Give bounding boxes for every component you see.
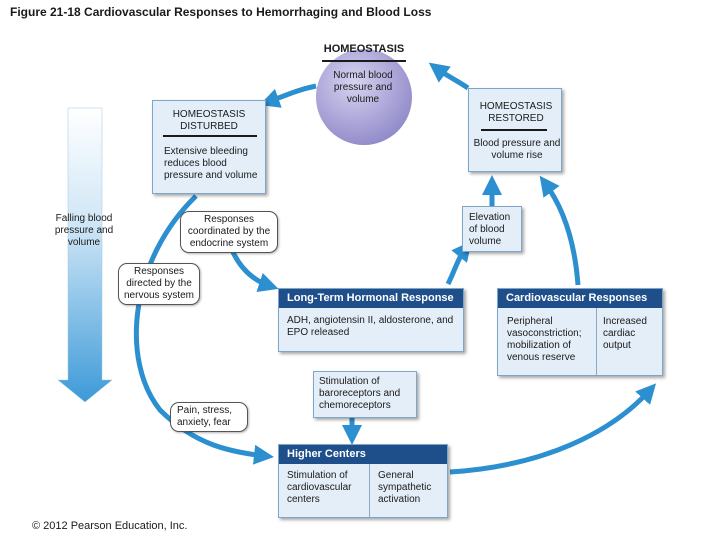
falling-label: Falling blood pressure and volume (54, 213, 114, 248)
elevation-box: Elevation of blood volume (462, 206, 522, 252)
nervous-response-bubble: Responses directed by the nervous system (118, 263, 200, 305)
cardio-col2-text: Increased cardiac output (603, 316, 647, 351)
falling-arrow-shape (57, 107, 113, 403)
restored-label: HOMEOSTASIS RESTORED (479, 101, 553, 124)
higher-divider (369, 464, 370, 517)
homeostasis-restored-box: HOMEOSTASIS RESTORED Blood pressure and … (468, 88, 562, 172)
homeostasis-disturbed-box: HOMEOSTASIS DISTURBED Extensive bleeding… (152, 100, 266, 194)
higher-col2-text: General sympathetic activation (378, 470, 432, 505)
cardiovascular-responses-title: Cardiovascular Responses (498, 289, 662, 308)
hormonal-response-text: ADH, angiotensin II, aldosterone, and EP… (287, 315, 454, 338)
higher-centers-box: Higher Centers Stimulation of cardiovasc… (278, 444, 448, 518)
pain-stress-bubble: Pain, stress, anxiety, fear (170, 402, 248, 432)
restored-rule (481, 129, 547, 131)
endocrine-response-bubble: Responses coordinated by the endocrine s… (180, 211, 278, 253)
disturbed-text: Extensive bleeding reduces blood pressur… (164, 146, 258, 181)
cardio-divider (596, 308, 597, 375)
higher-col1-text: Stimulation of cardiovascular centers (287, 470, 352, 505)
stimulation-box: Stimulation of baroreceptors and chemore… (313, 371, 417, 418)
cardio-col1-text: Peripheral vasoconstriction; mobilizatio… (507, 316, 582, 363)
disturbed-label: HOMEOSTASIS DISTURBED (172, 109, 246, 132)
restored-text: Blood pressure and volume rise (473, 138, 561, 161)
figure-title: Figure 21-18 Cardiovascular Responses to… (10, 5, 432, 19)
homeostasis-label: HOMEOSTASIS (323, 43, 405, 55)
homeostasis-rule (322, 60, 406, 62)
copyright: © 2012 Pearson Education, Inc. (32, 520, 188, 532)
disturbed-rule (163, 135, 257, 137)
cardiovascular-responses-box: Cardiovascular Responses Peripheral vaso… (497, 288, 663, 376)
homeostasis-circle (316, 49, 412, 145)
elevation-text: Elevation of blood volume (469, 212, 511, 247)
stimulation-text: Stimulation of baroreceptors and chemore… (319, 376, 401, 411)
hormonal-response-title: Long-Term Hormonal Response (279, 289, 463, 308)
homeostasis-text: Normal blood pressure and volume (333, 70, 393, 105)
higher-centers-title: Higher Centers (279, 445, 447, 464)
hormonal-response-box: Long-Term Hormonal Response ADH, angiote… (278, 288, 464, 352)
